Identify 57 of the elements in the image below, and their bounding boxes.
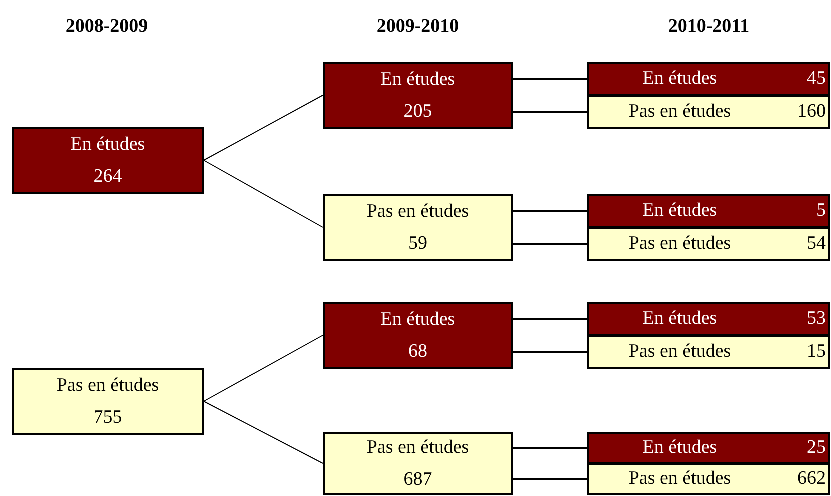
count-value: 59 <box>408 232 428 256</box>
connector-line <box>204 401 324 464</box>
connector-line <box>513 243 587 245</box>
count-row <box>587 432 830 464</box>
status-label: En études <box>380 308 456 332</box>
status-label: Pas en études <box>366 200 470 224</box>
count-row <box>587 194 830 228</box>
connector-line <box>513 111 587 113</box>
count-box <box>323 62 513 129</box>
count-row <box>587 335 830 369</box>
status-label: En études <box>380 68 456 92</box>
count-value: 687 <box>404 468 432 492</box>
count-value: 205 <box>404 100 432 124</box>
count-value: 755 <box>94 406 122 430</box>
count-value: 54 <box>807 233 826 255</box>
count-value: 68 <box>408 340 428 364</box>
connector-line <box>513 78 587 80</box>
connector-line <box>204 160 324 228</box>
status-label: Pas en études <box>628 341 732 363</box>
count-row <box>587 95 830 129</box>
status-label: Pas en études <box>366 436 470 460</box>
status-label: En études <box>70 132 146 156</box>
connector-line <box>513 210 587 212</box>
status-label: En études <box>642 68 718 90</box>
connector-line <box>204 335 324 402</box>
count-value: 53 <box>807 308 826 330</box>
count-value: 662 <box>798 468 826 490</box>
count-box <box>323 302 513 369</box>
count-box <box>323 194 513 261</box>
count-value: 5 <box>816 200 826 222</box>
count-value: 15 <box>807 341 826 363</box>
status-label: En études <box>642 437 718 459</box>
count-value: 160 <box>798 101 826 123</box>
status-label: Pas en études <box>628 233 732 255</box>
status-label: En études <box>642 308 718 330</box>
column-heading: 2008-2009 <box>66 16 148 38</box>
column-heading: 2010-2011 <box>668 16 750 38</box>
count-value: 264 <box>94 164 122 188</box>
count-row <box>587 463 830 495</box>
status-label: Pas en études <box>628 468 732 490</box>
count-value: 25 <box>807 437 826 459</box>
count-row <box>587 62 830 96</box>
connector-line <box>204 95 324 161</box>
status-label: En études <box>642 200 718 222</box>
connector-line <box>513 351 587 353</box>
count-row <box>587 302 830 336</box>
count-box <box>12 127 204 194</box>
count-box <box>323 432 513 495</box>
connector-line <box>513 318 587 320</box>
count-value: 45 <box>807 68 826 90</box>
connector-line <box>513 447 587 449</box>
count-row <box>587 227 830 261</box>
connector-line <box>513 478 587 480</box>
status-label: Pas en études <box>628 101 732 123</box>
status-label: Pas en études <box>56 374 160 398</box>
count-box <box>12 368 204 435</box>
column-heading: 2009-2010 <box>376 16 460 38</box>
